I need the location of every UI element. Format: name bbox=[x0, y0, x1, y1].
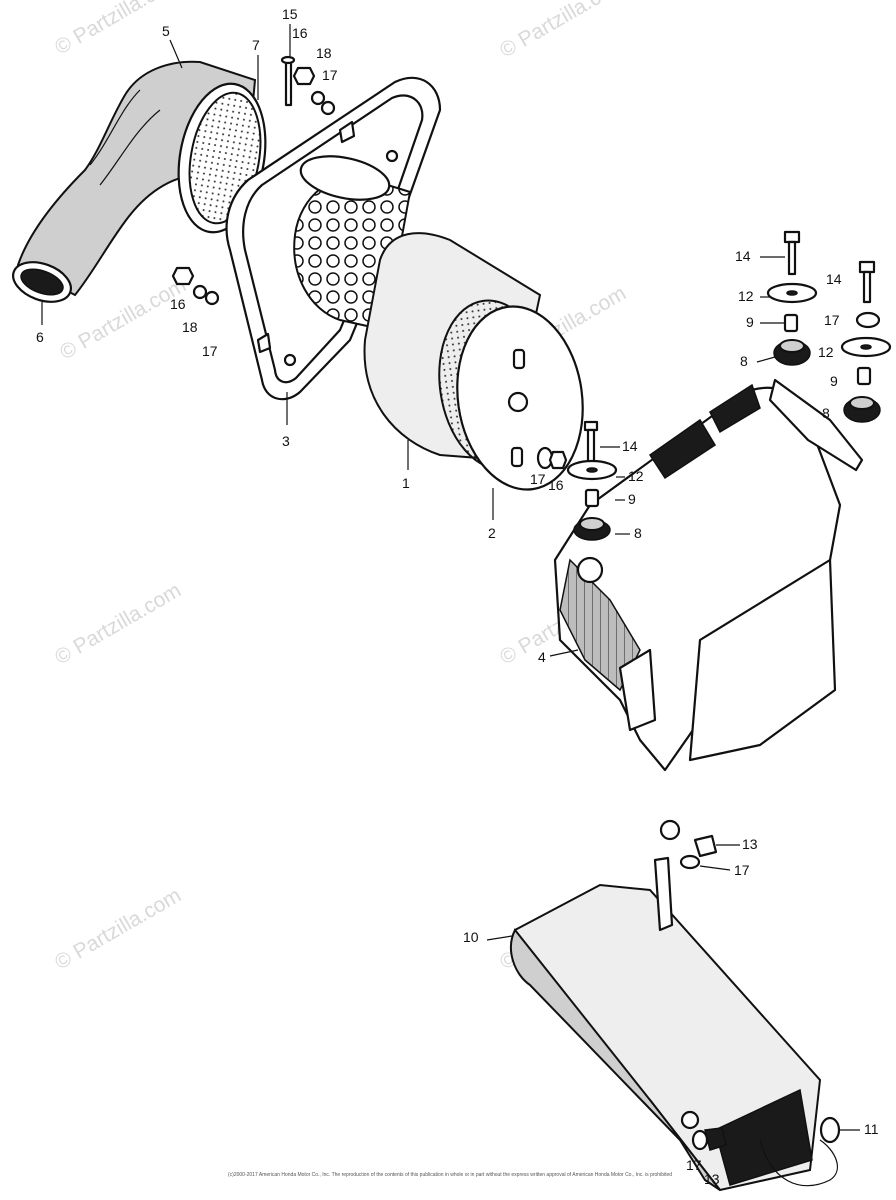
watermark-text: © Partzilla.com bbox=[51, 884, 185, 975]
copyright-footer: (c)2000-2017 American Honda Motor Co., I… bbox=[228, 1172, 672, 1178]
callout-label: 14 bbox=[826, 271, 842, 287]
callout-labels: 1 2 3 4 5 6 7 8 8 8 9 9 9 10 11 12 12 12… bbox=[36, 6, 879, 1187]
callout-label: 9 bbox=[830, 373, 838, 389]
callout-label: 8 bbox=[822, 405, 830, 421]
callout-label: 12 bbox=[628, 468, 644, 484]
callout-label: 8 bbox=[634, 525, 642, 541]
callout-label: 17 bbox=[734, 862, 750, 878]
callout-label: 9 bbox=[746, 314, 754, 330]
callout-label: 17 bbox=[322, 67, 338, 83]
callout-label: 17 bbox=[530, 471, 546, 487]
callout-label: 4 bbox=[538, 649, 546, 665]
callout-label: 1 bbox=[402, 475, 410, 491]
callout-label: 18 bbox=[316, 45, 332, 61]
lower-duct bbox=[510, 856, 822, 1192]
hardware-group bbox=[171, 55, 892, 1151]
callout-label: 17 bbox=[824, 312, 840, 328]
callout-label: 8 bbox=[740, 353, 748, 369]
callout-label: 12 bbox=[818, 344, 834, 360]
watermark-text: © Partzilla.com bbox=[496, 0, 630, 62]
callout-label: 14 bbox=[735, 248, 751, 264]
watermark-text: © Partzilla.com bbox=[51, 579, 185, 670]
leader-lines bbox=[41, 24, 860, 1131]
callout-label: 15 bbox=[282, 6, 298, 22]
callout-label: 14 bbox=[622, 438, 638, 454]
callout-label: 6 bbox=[36, 329, 44, 345]
callout-label: 16 bbox=[548, 477, 564, 493]
callout-label: 3 bbox=[282, 433, 290, 449]
clip-wire bbox=[759, 1116, 841, 1187]
callout-label: 12 bbox=[738, 288, 754, 304]
callout-label: 18 bbox=[182, 319, 198, 335]
callout-label: 7 bbox=[252, 37, 260, 53]
callout-label: 16 bbox=[292, 25, 308, 41]
callout-label: 11 bbox=[864, 1121, 879, 1137]
callout-label: 5 bbox=[162, 23, 170, 39]
callout-label: 10 bbox=[463, 929, 479, 945]
callout-label: 16 bbox=[170, 296, 186, 312]
callout-label: 13 bbox=[742, 836, 758, 852]
callout-label: 2 bbox=[488, 525, 496, 541]
callout-label: 9 bbox=[628, 491, 636, 507]
callout-label: 17 bbox=[686, 1157, 702, 1173]
callout-label: 13 bbox=[704, 1171, 720, 1187]
element-cap bbox=[456, 305, 584, 491]
air-cleaner-case bbox=[553, 378, 864, 841]
callout-label: 17 bbox=[202, 343, 218, 359]
